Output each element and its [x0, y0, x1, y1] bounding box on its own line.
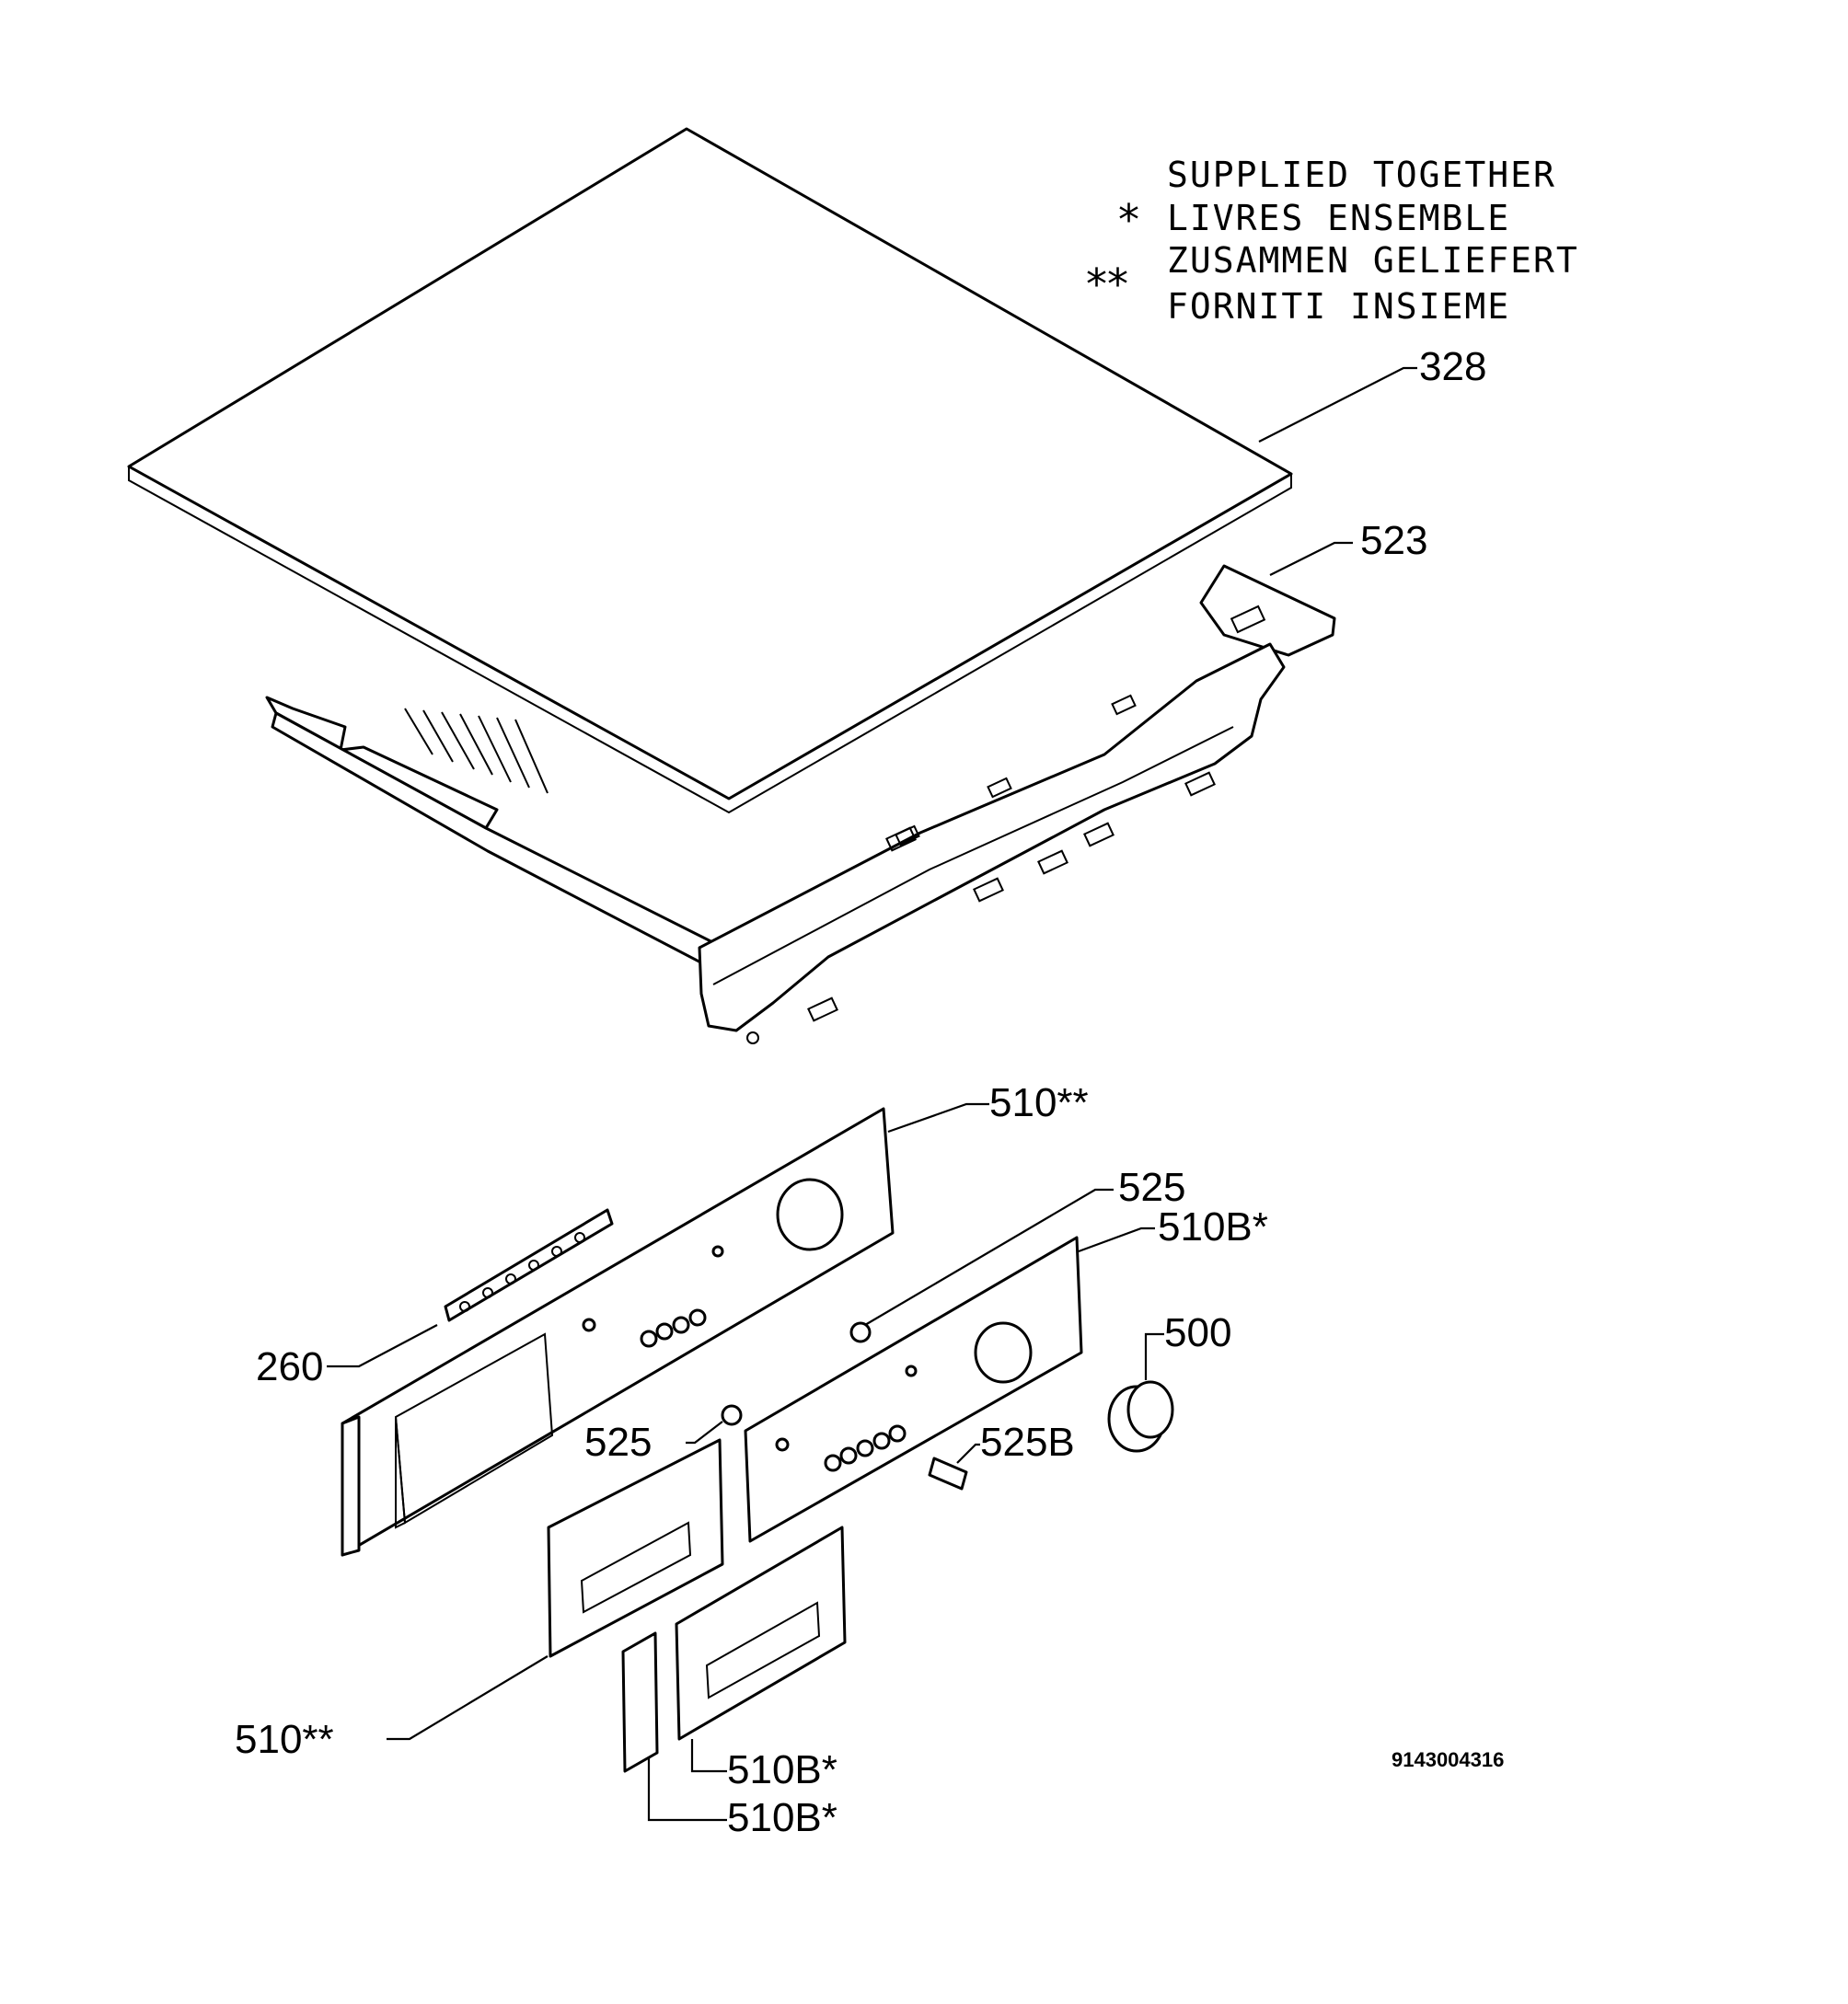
label-510b-lower1: 510B*: [727, 1747, 837, 1792]
part-510b-control-panel: [744, 1236, 1083, 1543]
legend: SUPPLIED TOGETHER * LIVRES ENSEMBLE ** Z…: [1086, 155, 1579, 327]
label-510-bottom: 510**: [235, 1717, 334, 1762]
leader-510b-right: [1078, 1227, 1155, 1253]
part-260-button-strip: [444, 1208, 614, 1322]
part-525-screw-mid: [721, 1404, 743, 1426]
part-525b-pin: [928, 1457, 968, 1491]
label-328: 328: [1419, 344, 1486, 389]
label-260: 260: [256, 1344, 323, 1389]
leader-510b-lower1: [690, 1739, 727, 1773]
leader-510-top: [887, 1102, 989, 1134]
leader-523: [1269, 541, 1353, 576]
document-number: 9143004316: [1392, 1748, 1504, 1771]
leader-328: [1258, 366, 1417, 443]
leader-525-top: [864, 1188, 1114, 1326]
leader-500: [1144, 1332, 1164, 1380]
leader-525b: [956, 1443, 980, 1464]
leader-260: [327, 1324, 438, 1368]
part-510-lower-cover: [547, 1438, 724, 1658]
part-510b-strip: [621, 1631, 659, 1773]
part-510-control-panel: [341, 1107, 895, 1557]
label-510b-lower2: 510B*: [727, 1795, 837, 1840]
legend-line-4: FORNITI INSIEME: [1167, 286, 1510, 327]
leader-510b-lower2: [647, 1757, 727, 1822]
label-525b: 525B: [980, 1420, 1075, 1465]
leader-510-bottom: [387, 1655, 549, 1741]
legend-line-2: LIVRES ENSEMBLE: [1167, 198, 1510, 238]
label-525-mid: 525: [584, 1420, 652, 1465]
part-510b-lower-cover: [675, 1526, 847, 1741]
label-523: 523: [1360, 518, 1427, 563]
legend-double-star: **: [1086, 259, 1128, 309]
part-523-frame: [265, 564, 1336, 1044]
label-525-top: 525: [1118, 1165, 1185, 1210]
part-525-screw-upper: [849, 1321, 872, 1343]
label-510-top: 510**: [989, 1080, 1089, 1125]
part-500-knob: [1107, 1380, 1174, 1453]
legend-line-1: SUPPLIED TOGETHER: [1167, 155, 1556, 195]
part-328-worktop: [127, 127, 1293, 814]
leader-525-mid: [686, 1421, 723, 1445]
legend-single-star: *: [1118, 195, 1139, 245]
legend-line-3: ZUSAMMEN GELIEFERT: [1167, 240, 1579, 281]
label-510b-right: 510B*: [1158, 1204, 1268, 1250]
label-500: 500: [1164, 1310, 1231, 1355]
